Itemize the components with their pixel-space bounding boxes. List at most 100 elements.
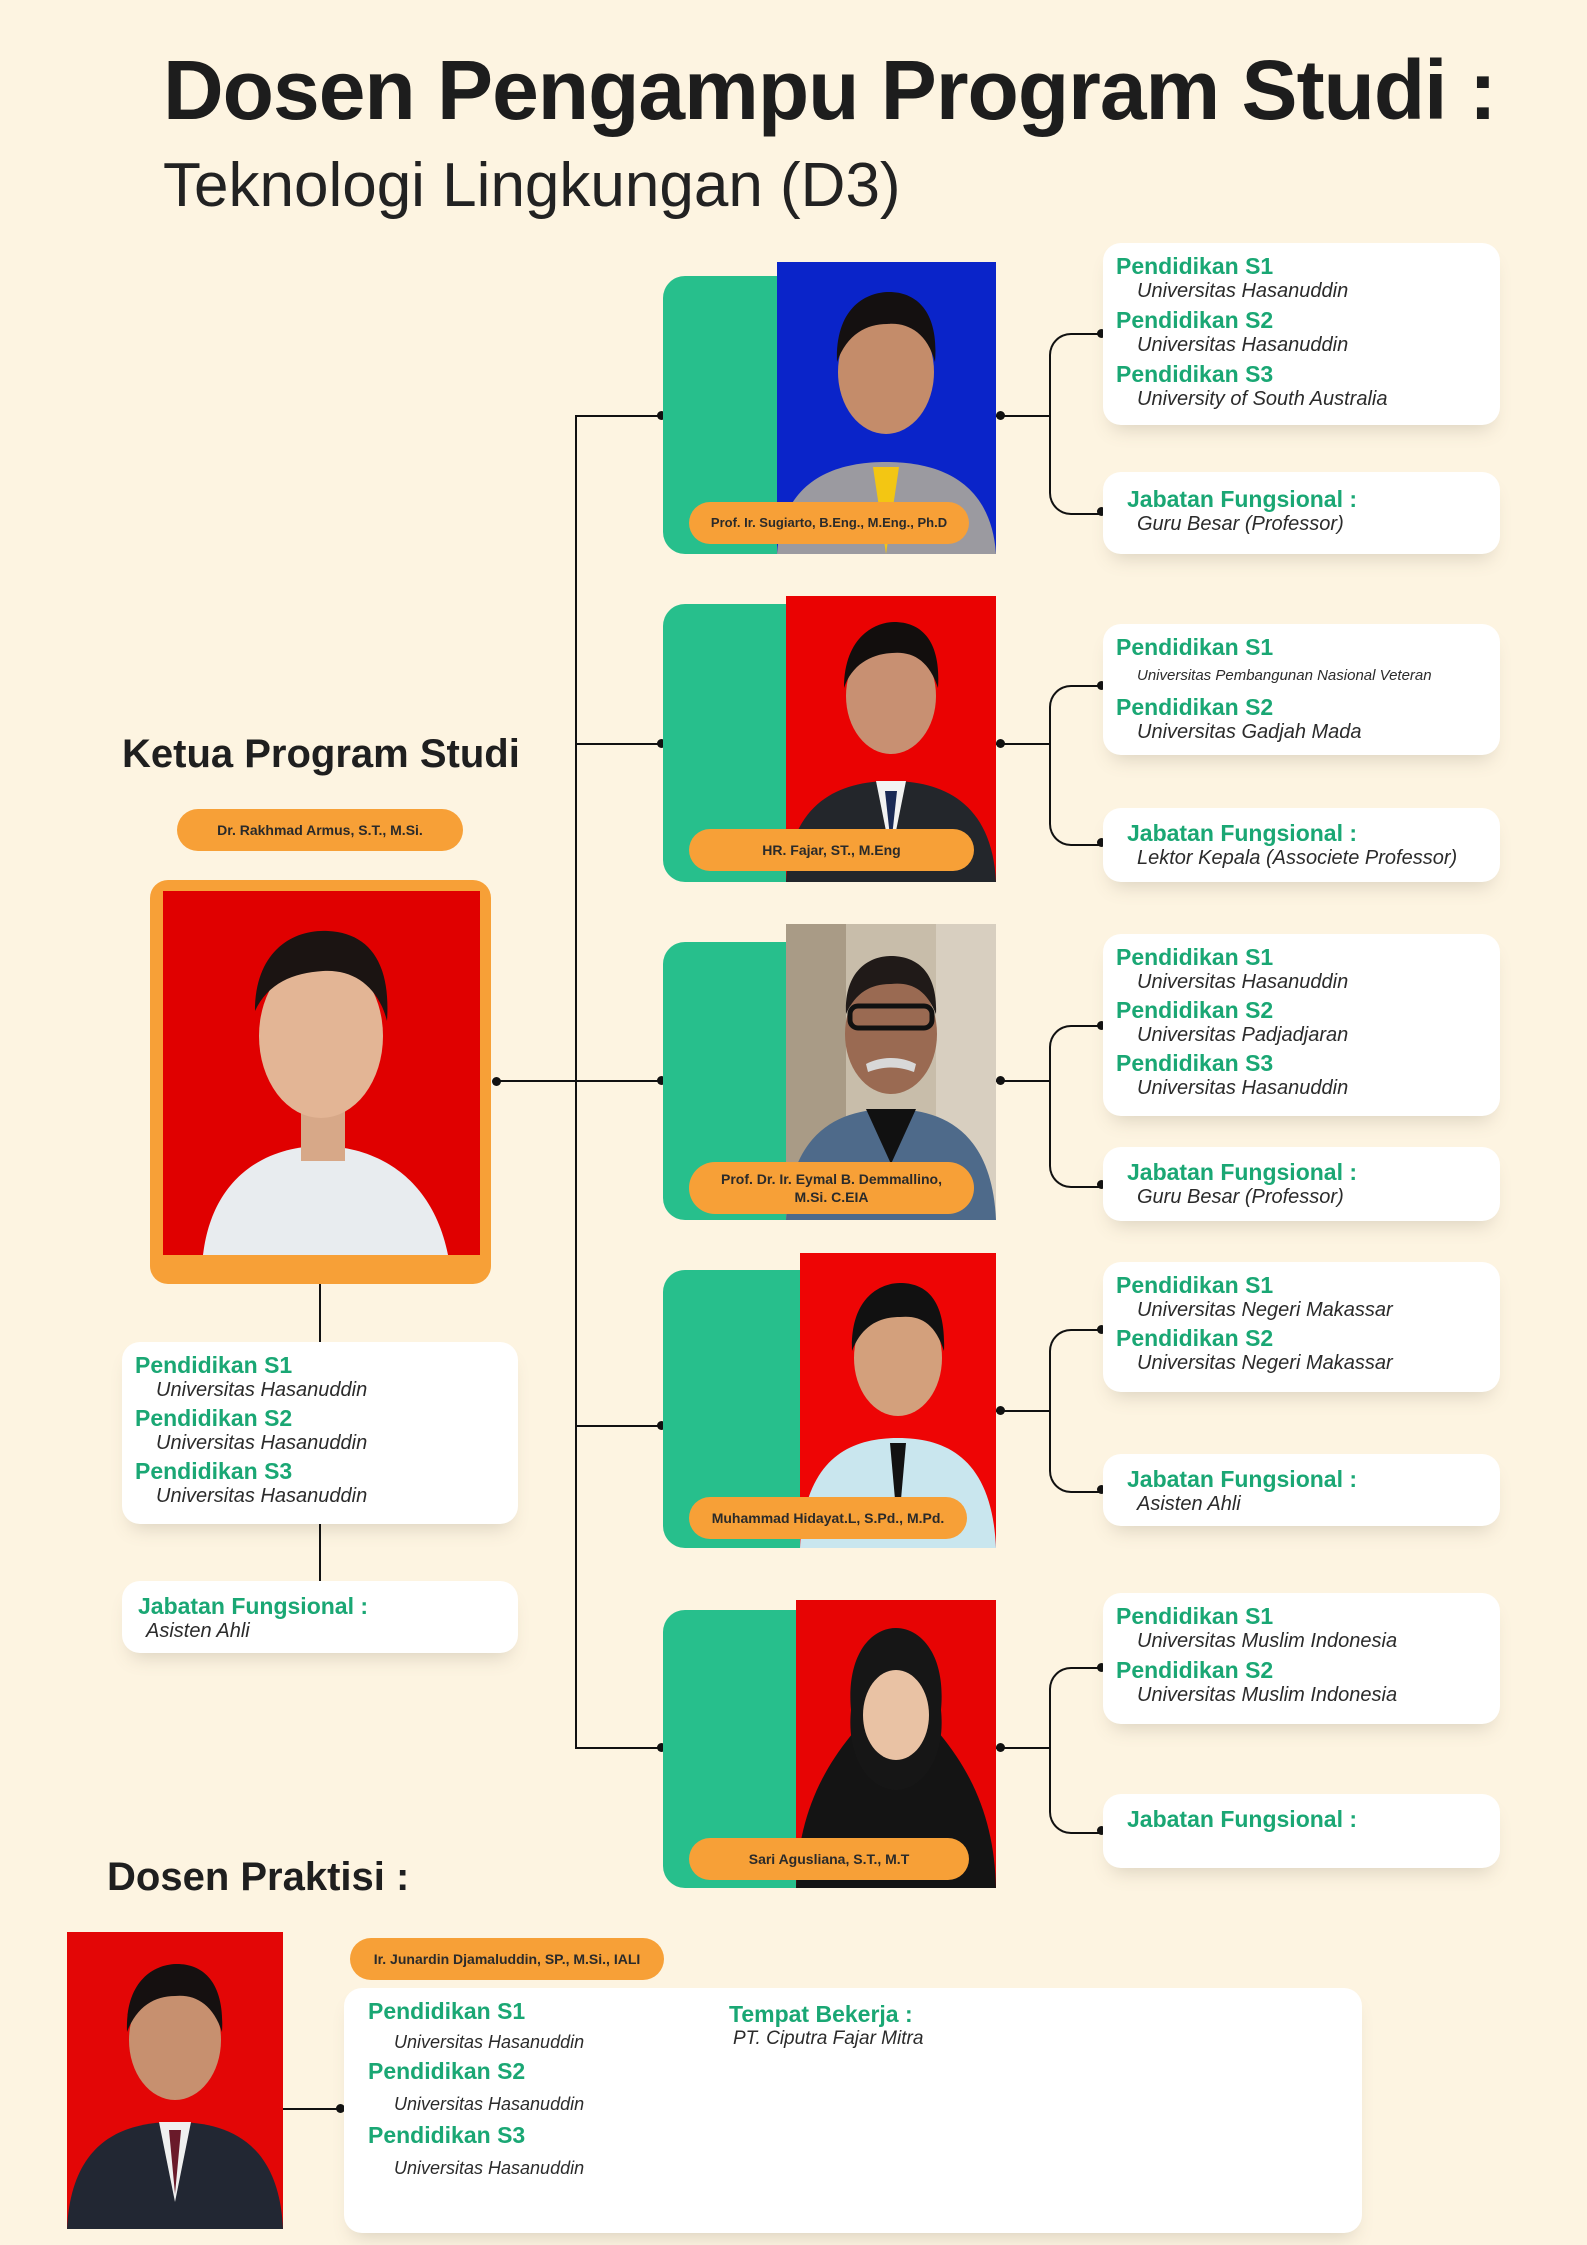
education-label: Pendidikan S1 <box>1116 634 1274 660</box>
connector-branch <box>575 1747 660 1749</box>
ketua-jabatan-card: Jabatan Fungsional : Asisten Ahli <box>122 1581 518 1653</box>
education-value: Universitas Hasanuddin <box>1137 971 1349 993</box>
education-value: Universitas Hasanuddin <box>1137 1077 1349 1099</box>
ketua-name-badge: Dr. Rakhmad Armus, S.T., M.Si. <box>177 809 463 851</box>
connector-card <box>996 1410 1050 1412</box>
connector-brace <box>1049 1329 1106 1493</box>
education-value: Universitas Pembangunan Nasional Veteran <box>1137 667 1432 684</box>
connector-praktisi <box>283 2108 343 2110</box>
connector-card <box>996 1747 1050 1749</box>
education-label: Pendidikan S1 <box>1116 253 1274 279</box>
connector-branch <box>575 1080 660 1082</box>
connector-dot <box>996 1076 1005 1085</box>
connector-brace <box>1049 685 1106 846</box>
jabatan-label: Jabatan Fungsional : <box>138 1593 369 1619</box>
connector-dot <box>996 1406 1005 1415</box>
education-value: Universitas Hasanuddin <box>156 1432 368 1454</box>
ketua-education-card: Pendidikan S1 Universitas Hasanuddin Pen… <box>122 1342 518 1524</box>
connector-brace <box>1049 1667 1106 1834</box>
education-value: Universitas Hasanuddin <box>156 1379 368 1401</box>
education-label: Pendidikan S1 <box>1116 1603 1274 1629</box>
jabatan-value: Guru Besar (Professor) <box>1137 513 1344 535</box>
praktisi-name-badge: Ir. Junardin Djamaluddin, SP., M.Si., IA… <box>350 1938 664 1980</box>
connector-dot <box>657 1743 666 1752</box>
jabatan-value: Lektor Kepala (Associete Professor) <box>1137 847 1458 869</box>
jabatan-card: Jabatan Fungsional : <box>1103 1794 1500 1868</box>
lecturer-name: Muhammad Hidayat.L, S.Pd., M.Pd. <box>711 1510 945 1526</box>
page-title: Dosen Pengampu Program Studi : <box>163 43 1497 137</box>
education-value: University of South Australia <box>1137 388 1388 410</box>
education-value: Universitas Muslim Indonesia <box>1137 1630 1398 1652</box>
education-value: Universitas Negeri Makassar <box>1137 1352 1393 1374</box>
education-card: Pendidikan S1 Universitas Muslim Indones… <box>1103 1593 1500 1724</box>
connector-dot <box>1097 329 1106 338</box>
education-label: Pendidikan S2 <box>1116 997 1274 1023</box>
connector-dot <box>1097 1485 1106 1494</box>
lecturer-photo <box>786 924 996 1220</box>
praktisi-heading: Dosen Praktisi : <box>107 1855 410 1899</box>
education-label: Pendidikan S2 <box>1116 694 1274 720</box>
lecturer-name-badge: Prof. Ir. Sugiarto, B.Eng., M.Eng., Ph.D <box>689 502 969 544</box>
connector-dot <box>996 739 1005 748</box>
lecturer-name: Prof. Ir. Sugiarto, B.Eng., M.Eng., Ph.D <box>710 515 948 530</box>
connector-dot <box>996 1743 1005 1752</box>
praktisi-education: Pendidikan S1 Universitas Hasanuddin Pen… <box>368 1998 584 2180</box>
jabatan-value: Guru Besar (Professor) <box>1137 1186 1344 1208</box>
connector-dot <box>657 1421 666 1430</box>
connector-brace <box>1049 1025 1106 1188</box>
education-label: Pendidikan S2 <box>1116 307 1274 333</box>
lecturer-name-badge: HR. Fajar, ST., M.Eng <box>689 829 974 871</box>
ketua-name: Dr. Rakhmad Armus, S.T., M.Si. <box>217 822 423 838</box>
connector-dot <box>657 1076 666 1085</box>
lecturer-name-badge: Prof. Dr. Ir. Eymal B. Demmallino, M.Si.… <box>689 1162 974 1214</box>
connector-dot <box>336 2104 345 2113</box>
education-value: Universitas Muslim Indonesia <box>1137 1684 1398 1706</box>
connector-dot <box>657 411 666 420</box>
praktisi-photo <box>67 1932 283 2229</box>
page-subtitle: Teknologi Lingkungan (D3) <box>163 151 901 220</box>
connector-dot <box>1097 1021 1106 1030</box>
ketua-photo <box>163 891 480 1255</box>
work-value: PT. Ciputra Fajar Mitra <box>733 2028 924 2049</box>
jabatan-value: Asisten Ahli <box>146 1620 250 1642</box>
connector-dot <box>1097 1663 1106 1672</box>
connector-branch <box>575 415 660 417</box>
education-card: Pendidikan S1 Universitas Hasanuddin Pen… <box>1103 934 1500 1116</box>
jabatan-card: Jabatan Fungsional : Guru Besar (Profess… <box>1103 1147 1500 1221</box>
connector-card <box>996 415 1050 417</box>
education-card: Pendidikan S1 Universitas Hasanuddin Pen… <box>1103 243 1500 425</box>
jabatan-label: Jabatan Fungsional : <box>1127 820 1358 846</box>
education-card: Pendidikan S1 Universitas Pembangunan Na… <box>1103 624 1500 755</box>
connector-dot <box>996 411 1005 420</box>
education-label: Pendidikan S2 <box>1116 1657 1274 1683</box>
education-label: Pendidikan S1 <box>1116 944 1274 970</box>
lecturer-name-line2: M.Si. C.EIA <box>794 1189 869 1205</box>
education-label: Pendidikan S3 <box>1116 1050 1274 1076</box>
lecturer-name: Sari Agusliana, S.T., M.T <box>748 1851 910 1867</box>
education-label: Pendidikan S3 <box>135 1458 293 1484</box>
praktisi-work: Tempat Bekerja : PT. Ciputra Fajar Mitra <box>729 2001 923 2050</box>
praktisi-name: Ir. Junardin Djamaluddin, SP., M.Si., IA… <box>373 1951 641 1967</box>
connector-dot <box>492 1077 501 1086</box>
education-value: Universitas Hasanuddin <box>1137 280 1349 302</box>
education-label: Pendidikan S2 <box>135 1405 293 1431</box>
connector-dot <box>1097 681 1106 690</box>
education-value: Universitas Gadjah Mada <box>1137 721 1362 743</box>
connector-dot <box>657 739 666 748</box>
jabatan-card: Jabatan Fungsional : Asisten Ahli <box>1103 1454 1500 1526</box>
lecturer-name: HR. Fajar, ST., M.Eng <box>762 842 901 858</box>
education-label: Pendidikan S3 <box>1116 361 1274 387</box>
ketua-heading: Ketua Program Studi <box>122 732 520 776</box>
education-label: Pendidikan S1 <box>135 1352 293 1378</box>
connector-branch <box>575 743 660 745</box>
jabatan-value: Asisten Ahli <box>1137 1493 1241 1515</box>
connector-branch <box>575 1425 660 1427</box>
connector-ketua-down <box>319 1284 321 1342</box>
education-label: Pendidikan S2 <box>1116 1325 1274 1351</box>
education-value: Universitas Negeri Makassar <box>1137 1299 1393 1321</box>
jabatan-label: Jabatan Fungsional : <box>1127 1159 1358 1185</box>
education-label: Pendidikan S1 <box>368 1998 526 2024</box>
connector-dot <box>1097 1826 1106 1835</box>
connector-brace <box>1049 333 1106 515</box>
connector-ketua-down <box>319 1524 321 1581</box>
